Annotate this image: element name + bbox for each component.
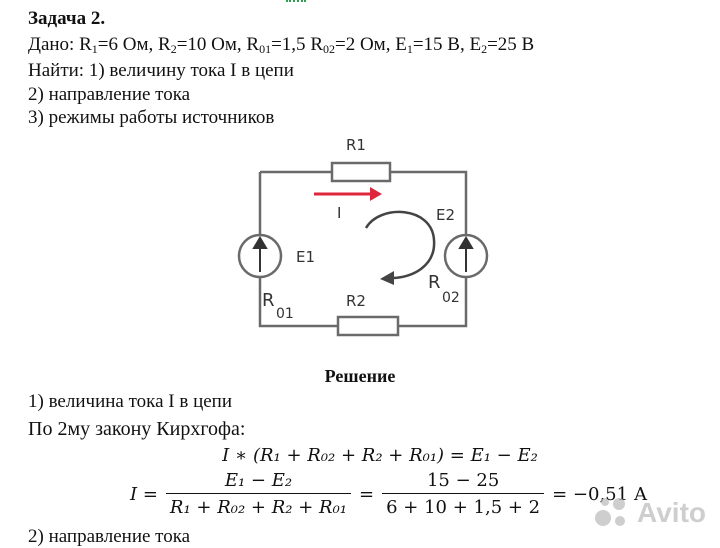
circuit-diagram: R1 R2 E1 E2 I R 01 R 02 (237, 136, 489, 337)
equation-2: I = E₁ − E₂ R₁ + R₀₂ + R₂ + R₀₁ = 15 − 2… (126, 470, 651, 518)
given-r1: R1=6 Ом, (79, 34, 158, 56)
label-r01: R (262, 290, 275, 311)
given-r01: R01=1,5 (246, 34, 311, 56)
avito-watermark: Avito (593, 496, 706, 530)
label-r02: R (428, 272, 441, 293)
given-r2: R2=10 Ом, (158, 34, 247, 56)
solution-heading: Решение (324, 366, 396, 386)
kirchhoff-text: По 2му закону Кирхгофа: (28, 418, 246, 440)
resistor-r2 (336, 315, 400, 337)
given-prefix: Дано: (28, 34, 80, 55)
given-r02: R02=2 Ом, (310, 34, 396, 56)
avito-logo-icon (593, 496, 631, 530)
label-r1: R1 (346, 136, 366, 154)
equation-1: I ∗ (R₁ + R₀₂ + R₂ + R₀₁) = E₁ − E₂ (222, 445, 538, 466)
circuit-wires (258, 170, 468, 328)
resistor-r1 (330, 161, 392, 183)
eq2-equals: = (359, 483, 375, 505)
eq2-fraction-symbolic: E₁ − E₂ R₁ + R₀₂ + R₂ + R₀₁ (165, 470, 352, 518)
label-r02-sub: 02 (442, 290, 460, 306)
label-e2: E2 (436, 206, 455, 224)
eq2-lhs: I = (130, 483, 158, 505)
find-line-3: 3) режимы работы источников (28, 107, 275, 128)
eq2-fraction-numeric: 15 − 25 6 + 10 + 1,5 + 2 (382, 470, 545, 518)
eq2-numeric-denominator: 6 + 10 + 1,5 + 2 (386, 497, 541, 518)
avito-watermark-text: Avito (637, 497, 706, 528)
top-decoration (286, 0, 306, 5)
eq2-numeric-numerator: 15 − 25 (382, 470, 545, 494)
given-e2: E2=25 В (469, 34, 535, 56)
eq2-denominator: R₁ + R₀₂ + R₂ + R₀₁ (169, 497, 348, 518)
given-e1: E1=15 В, (395, 34, 470, 56)
source-arrows (252, 236, 474, 272)
label-e1: E1 (296, 248, 315, 266)
find-line-1: Найти: 1) величину тока I в цепи (28, 60, 294, 81)
label-r01-sub: 01 (276, 306, 294, 322)
label-current: I (337, 204, 341, 222)
task-title: Задача 2. (28, 8, 106, 29)
given-line: Дано: R1=6 Ом, R2=10 Ом, R01=1,5 R02=2 О… (28, 34, 534, 56)
eq2-numerator: E₁ − E₂ (165, 470, 352, 494)
loop-direction-arrow (364, 210, 436, 285)
current-arrow (314, 187, 382, 201)
solution-step-2-cut: 2) направление тока (28, 526, 191, 547)
solution-step-1: 1) величина тока I в цепи (28, 391, 233, 412)
label-r2: R2 (346, 292, 366, 310)
find-line-2: 2) направление тока (28, 84, 191, 105)
